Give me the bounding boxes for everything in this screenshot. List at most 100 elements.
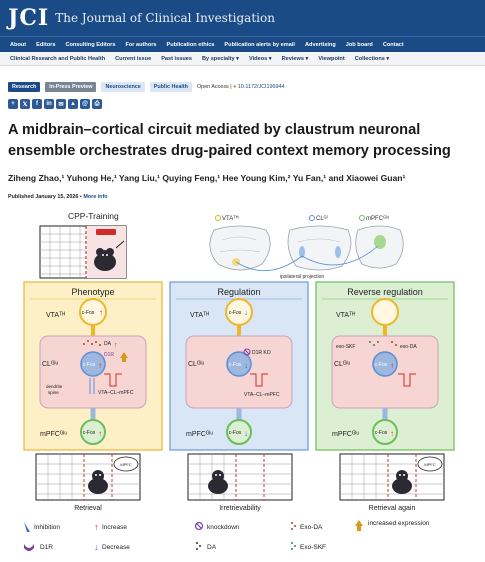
decrease-arrow-icon: ↓	[94, 542, 99, 552]
nav-about[interactable]: About	[10, 41, 27, 48]
da-dots	[83, 340, 101, 346]
share-toolbar: + 𝕏 f in ✉ ▲ @ ⎙	[8, 99, 102, 109]
regulation-cfos-bottom: c-Fos	[229, 430, 242, 436]
legend-d1r: D1R	[40, 544, 53, 551]
nav-current-issue[interactable]: Current issue	[115, 55, 152, 62]
decrease-arrow-icon: ↓	[244, 361, 248, 370]
plus-icon[interactable]: +	[8, 99, 18, 109]
figure-legend: Inhibition ↑ Increase knockdown Exo-DA i…	[24, 520, 430, 552]
exo-da-dots	[391, 341, 397, 346]
thought-bubble-text: MPFC	[120, 462, 131, 467]
publication-info: Published January 15, 2026 • More info	[8, 194, 108, 200]
phenotype-d1r-label: D1R	[104, 352, 114, 358]
panel-reverse-regulation: Reverse regulation VTAᵀᴴ CLᴳˡᵘ c-Fos ↑ e…	[315, 281, 455, 451]
article-authors: Ziheng Zhao,¹ Yuhong He,¹ Yang Liu,¹ Quy…	[8, 173, 406, 183]
knockdown-icon	[243, 348, 251, 356]
increase-arrow-icon: ↑	[98, 361, 102, 370]
legend-exo-da: Exo-DA	[300, 524, 323, 531]
nav-publication-ethics[interactable]: Publication ethics	[166, 41, 215, 48]
increase-arrow-icon: ↑	[390, 361, 394, 370]
exo-skf-dots	[369, 341, 379, 346]
legend-inhibition: Inhibition	[34, 524, 60, 531]
nav-editors[interactable]: Editors	[36, 41, 56, 48]
inhibition-icon	[24, 522, 30, 532]
article-tags: Research In-Press Preview Neuroscience P…	[8, 82, 285, 92]
caption-retrieval-again: Retrieval again	[369, 505, 416, 512]
legend-da: DA	[207, 544, 217, 551]
nav-viewpoint[interactable]: Viewpoint	[318, 55, 345, 62]
reverse-cfos-bottom: c-Fos	[375, 430, 388, 436]
tag-research[interactable]: Research	[8, 82, 41, 92]
increased-expression-icon	[120, 352, 128, 358]
atlas-mpfc-label: mPFCᴳˡᵘ	[366, 215, 389, 222]
increase-arrow-icon: ↑	[114, 342, 118, 349]
panel-regulation-title: Regulation	[217, 287, 260, 297]
nav-advertising[interactable]: Advertising	[305, 41, 336, 48]
panel-reverse-title: Reverse regulation	[347, 287, 423, 297]
mouse-icon	[94, 240, 125, 271]
retrieval-box-2	[187, 453, 293, 501]
legend-increase: Increase	[102, 524, 127, 531]
reverse-mpfc-label: mPFCᴳˡᵘ	[332, 431, 359, 438]
regulation-mpfc-label: mPFCᴳˡᵘ	[186, 431, 213, 438]
atlas-cl-label: CLᴳˡ	[316, 215, 328, 222]
phenotype-mpfc-label: mPFCᴳˡᵘ	[40, 431, 67, 438]
secondary-nav: Clinical Research and Public Health Curr…	[0, 52, 485, 66]
reverse-cfos-mid: c-Fos	[375, 362, 388, 368]
phenotype-spine-label: spine	[48, 390, 59, 395]
facebook-icon[interactable]: f	[32, 99, 42, 109]
phenotype-cl-label: CLᴳˡᵘ	[42, 361, 59, 368]
linkedin-icon[interactable]: in	[44, 99, 54, 109]
cpp-training-label: CPP-Training	[68, 211, 119, 221]
decrease-arrow-icon: ↓	[244, 429, 248, 438]
nav-contact[interactable]: Contact	[382, 41, 404, 48]
nav-videos[interactable]: Videos ▾	[249, 55, 272, 62]
nav-past-issues[interactable]: Past issues	[161, 55, 192, 62]
tag-public-health[interactable]: Public Health	[149, 82, 192, 92]
phenotype-cfos-bottom: c-Fos	[83, 430, 96, 436]
legend-knockdown: knockdown	[207, 524, 240, 531]
open-access-info: Open Access | ● 10.1172/JCI196944	[197, 84, 285, 90]
regulation-circuit-label: VTA–CL–mPFC	[244, 392, 280, 398]
x-icon[interactable]: 𝕏	[20, 99, 30, 109]
regulation-d1r-ko-label: D1R KO	[252, 350, 271, 356]
reverse-cl-label: CLᴳˡᵘ	[334, 361, 351, 368]
wechat-icon[interactable]: ✉	[56, 99, 66, 109]
nav-consulting-editors[interactable]: Consulting Editors	[65, 41, 116, 48]
decrease-arrow-icon: ↓	[244, 308, 248, 317]
bluesky-icon[interactable]: ▲	[68, 99, 78, 109]
more-info-link[interactable]: More info	[83, 194, 108, 200]
nav-publication-alerts[interactable]: Publication alerts by email	[224, 41, 295, 48]
increased-expression-icon	[355, 520, 363, 526]
retrieval-box-1: MPFC	[35, 453, 141, 501]
nav-collections[interactable]: Collections ▾	[354, 55, 390, 62]
retrieval-box-3: MPFC	[339, 453, 445, 501]
jci-logo[interactable]: JCI The Journal of Clinical Investigatio…	[8, 5, 275, 31]
tag-in-press-preview[interactable]: In-Press Preview	[45, 82, 97, 92]
nav-for-authors[interactable]: For authors	[125, 41, 157, 48]
phenotype-circuit-label: VTA–CL–mPFC	[98, 390, 134, 396]
increase-arrow-icon: ↑	[390, 429, 394, 438]
graphical-abstract[interactable]: CPP-Training VTAᵀᴴ CLᴳˡ mPFCᴳˡᵘ	[0, 208, 485, 557]
regulation-vta-label: VTAᵀᴴ	[190, 312, 209, 319]
caption-retrieval: Retrieval	[74, 505, 102, 512]
email-icon[interactable]: @	[80, 99, 90, 109]
print-icon[interactable]: ⎙	[92, 99, 102, 109]
increase-arrow-icon: ↑	[99, 308, 103, 317]
phenotype-cfos-top: c-Fos	[82, 310, 95, 316]
thought-bubble-text-2: MPFC	[424, 462, 435, 467]
panel-phenotype-title: Phenotype	[71, 287, 114, 297]
nav-reviews[interactable]: Reviews ▾	[281, 55, 309, 62]
legend-increased-expression: increased expression	[368, 520, 430, 527]
article-title: A midbrain–cortical circuit mediated by …	[8, 122, 451, 159]
nav-by-specialty[interactable]: By specialty ▾	[201, 55, 239, 62]
phenotype-da-label: DA	[104, 341, 112, 347]
tag-neuroscience[interactable]: Neuroscience	[101, 82, 145, 92]
nav-clinical-research[interactable]: Clinical Research and Public Health	[10, 55, 106, 62]
legend-decrease: Decrease	[102, 544, 130, 551]
phenotype-dendrite-label: dendrite	[46, 384, 63, 389]
regulation-cl-label: CLᴳˡᵘ	[188, 361, 205, 368]
nav-job-board[interactable]: Job board	[345, 41, 373, 48]
exo-skf-icon	[291, 542, 296, 550]
doi-link[interactable]: 10.1172/JCI196944	[237, 84, 285, 90]
